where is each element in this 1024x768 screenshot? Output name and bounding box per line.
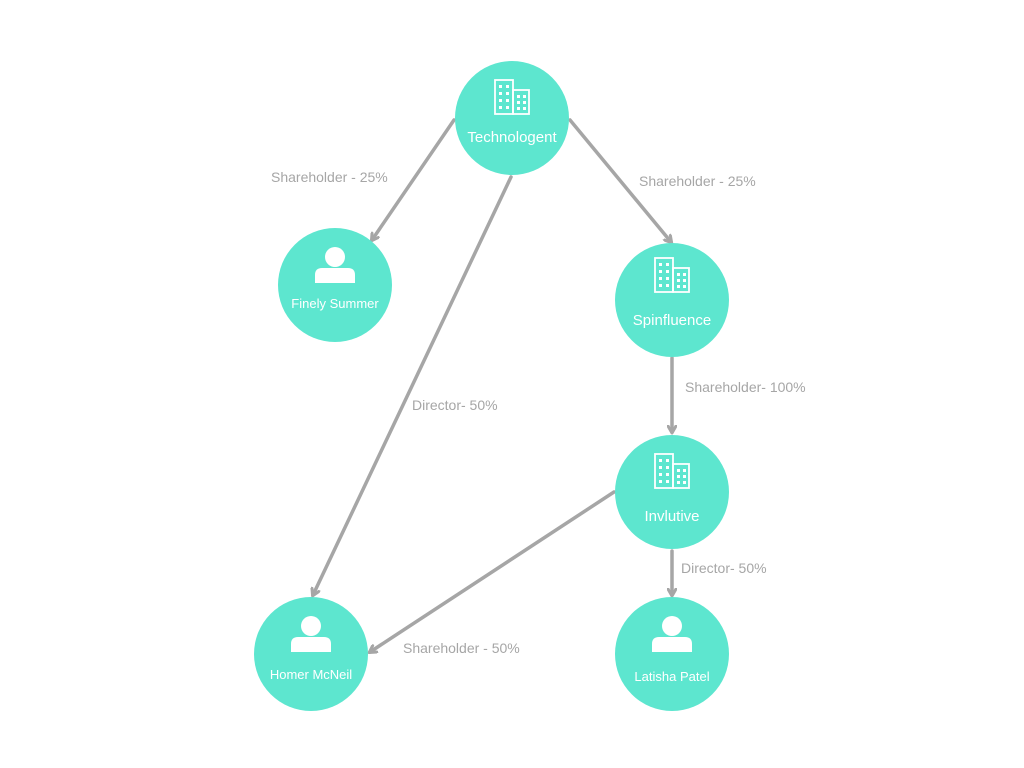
node-homer-mcneil[interactable]: Homer McNeil [254,597,368,711]
edge-technologent-spinfluence [568,118,671,242]
building-icon [654,453,690,489]
node-invlutive[interactable]: Invlutive [615,435,729,549]
node-label-technologent: Technologent [467,129,557,146]
node-spinfluence[interactable]: Spinfluence [615,243,729,357]
edge-label-technologent-finely: Shareholder - 25% [271,169,388,185]
node-label-invlutive: Invlutive [644,508,699,525]
building-icon [494,79,530,115]
node-label-homer-mcneil: Homer McNeil [270,667,352,682]
edge-label-spinfluence-invlutive: Shareholder- 100% [685,379,806,395]
building-icon [654,257,690,293]
node-label-finely-summer: Finely Summer [291,296,379,311]
node-label-latisha-patel: Latisha Patel [634,669,709,684]
edge-technologent-finely [372,118,456,240]
person-icon [315,247,355,283]
node-finely-summer[interactable]: Finely Summer [278,228,392,342]
edge-label-invlutive-latisha: Director- 50% [681,560,767,576]
person-icon [291,616,331,652]
edge-labels-layer: Shareholder - 25% Shareholder - 25% Dire… [271,169,806,656]
edge-technologent-homer [313,175,513,595]
edge-label-technologent-spinfluence: Shareholder - 25% [639,173,756,189]
node-technologent[interactable]: Technologent [455,61,569,175]
person-icon [652,616,692,652]
edges-layer [313,118,672,652]
edge-label-technologent-homer: Director- 50% [412,397,498,413]
edge-invlutive-homer [370,490,616,652]
nodes-layer: Technologent Finely Summer [254,61,729,711]
edge-label-invlutive-homer: Shareholder - 50% [403,640,520,656]
node-latisha-patel[interactable]: Latisha Patel [615,597,729,711]
node-label-spinfluence: Spinfluence [633,312,711,329]
